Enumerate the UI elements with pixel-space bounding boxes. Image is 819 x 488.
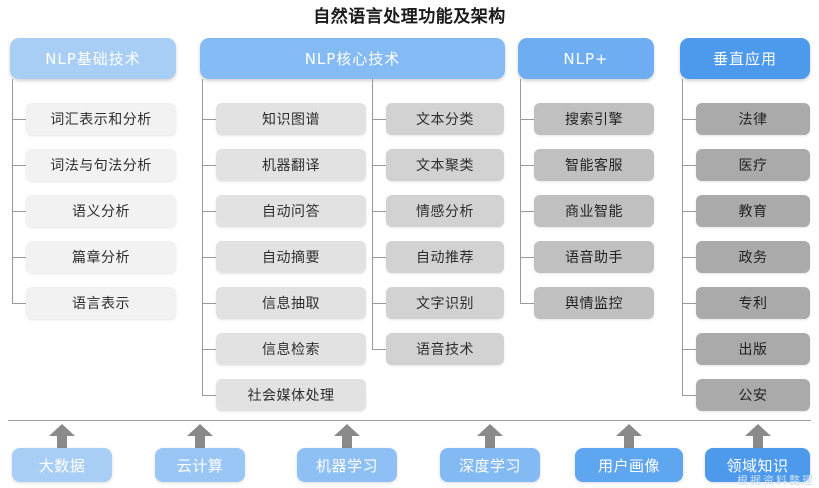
- leaf-item[interactable]: 信息抽取: [216, 287, 366, 319]
- branch-line: [202, 303, 216, 304]
- leaf-item[interactable]: 商业智能: [534, 195, 654, 227]
- branch-line: [682, 395, 696, 396]
- trunk-line-nlp-core-b: [372, 79, 373, 349]
- leaf-item[interactable]: 智能客服: [534, 149, 654, 181]
- leaf-item[interactable]: 语言表示: [26, 287, 176, 319]
- branch-line: [372, 257, 386, 258]
- foundation-item[interactable]: 领域知识: [705, 448, 810, 482]
- branch-line: [520, 119, 534, 120]
- leaf-item[interactable]: 专利: [696, 287, 810, 319]
- header-vertical-apps[interactable]: 垂直应用: [680, 38, 810, 79]
- branch-line: [202, 395, 216, 396]
- leaf-item[interactable]: 词汇表示和分析: [26, 103, 176, 135]
- leaf-item[interactable]: 文字识别: [386, 287, 504, 319]
- branch-line: [682, 303, 696, 304]
- branch-line: [202, 165, 216, 166]
- branch-line: [372, 211, 386, 212]
- up-arrow-icon: [187, 424, 213, 448]
- branch-line: [682, 257, 696, 258]
- foundation-item[interactable]: 机器学习: [297, 448, 397, 482]
- leaf-item[interactable]: 自动推荐: [386, 241, 504, 273]
- leaf-item[interactable]: 篇章分析: [26, 241, 176, 273]
- up-arrow-icon: [616, 424, 642, 448]
- branch-line: [520, 211, 534, 212]
- branch-line: [202, 211, 216, 212]
- branch-line: [520, 303, 534, 304]
- branch-line: [682, 211, 696, 212]
- leaf-item[interactable]: 语音助手: [534, 241, 654, 273]
- leaf-item[interactable]: 舆情监控: [534, 287, 654, 319]
- trunk-line-vertical-apps: [682, 79, 683, 395]
- branch-line: [682, 349, 696, 350]
- branch-line: [372, 349, 386, 350]
- foundation-item[interactable]: 深度学习: [440, 448, 540, 482]
- branch-line: [520, 257, 534, 258]
- leaf-item[interactable]: 文本分类: [386, 103, 504, 135]
- branch-line: [372, 165, 386, 166]
- leaf-item[interactable]: 法律: [696, 103, 810, 135]
- page-title: 自然语言处理功能及架构: [313, 7, 506, 27]
- branch-line: [372, 119, 386, 120]
- up-arrow-icon: [49, 424, 75, 448]
- branch-line: [12, 303, 26, 304]
- up-arrow-icon: [744, 424, 771, 448]
- leaf-item[interactable]: 自动摘要: [216, 241, 366, 273]
- leaf-item[interactable]: 政务: [696, 241, 810, 273]
- header-nlp-basic[interactable]: NLP基础技术: [10, 38, 176, 79]
- trunk-line-nlp-core-a: [202, 79, 203, 395]
- branch-line: [202, 349, 216, 350]
- foundation-divider: [8, 420, 811, 421]
- trunk-line-nlp-plus: [520, 79, 521, 303]
- branch-line: [682, 165, 696, 166]
- leaf-item[interactable]: 公安: [696, 379, 810, 411]
- branch-line: [682, 119, 696, 120]
- foundation-item[interactable]: 用户画像: [575, 448, 683, 482]
- leaf-item[interactable]: 情感分析: [386, 195, 504, 227]
- branch-line: [520, 165, 534, 166]
- leaf-item[interactable]: 社会媒体处理: [216, 379, 366, 411]
- leaf-item[interactable]: 自动问答: [216, 195, 366, 227]
- leaf-item[interactable]: 搜索引擎: [534, 103, 654, 135]
- leaf-item[interactable]: 信息检索: [216, 333, 366, 365]
- trunk-line-nlp-basic: [12, 79, 13, 303]
- branch-line: [202, 257, 216, 258]
- branch-line: [12, 257, 26, 258]
- leaf-item[interactable]: 医疗: [696, 149, 810, 181]
- branch-line: [12, 211, 26, 212]
- leaf-item[interactable]: 文本聚类: [386, 149, 504, 181]
- up-arrow-icon: [334, 424, 360, 448]
- leaf-item[interactable]: 机器翻译: [216, 149, 366, 181]
- branch-line: [12, 165, 26, 166]
- leaf-item[interactable]: 教育: [696, 195, 810, 227]
- branch-line: [372, 303, 386, 304]
- leaf-item[interactable]: 语音技术: [386, 333, 504, 365]
- foundation-item[interactable]: 大数据: [12, 448, 112, 482]
- foundation-item[interactable]: 云计算: [155, 448, 245, 482]
- leaf-item[interactable]: 出版: [696, 333, 810, 365]
- branch-line: [12, 119, 26, 120]
- header-nlp-core-a[interactable]: NLP核心技术: [200, 38, 505, 79]
- leaf-item[interactable]: 词法与句法分析: [26, 149, 176, 181]
- branch-line: [202, 119, 216, 120]
- up-arrow-icon: [477, 424, 503, 448]
- leaf-item[interactable]: 知识图谱: [216, 103, 366, 135]
- leaf-item[interactable]: 语义分析: [26, 195, 176, 227]
- header-nlp-plus[interactable]: NLP+: [518, 38, 654, 79]
